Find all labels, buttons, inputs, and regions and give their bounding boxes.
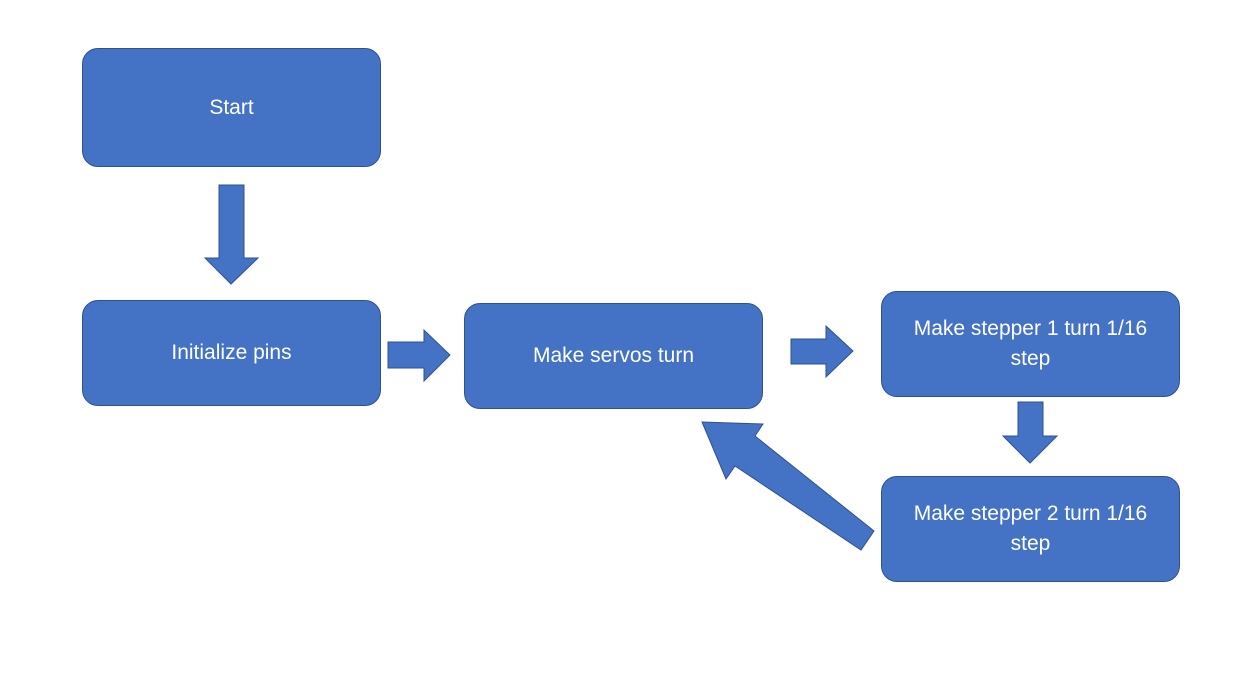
arrow-stepper2-to-servos bbox=[701, 421, 875, 551]
arrow-stepper1-to-stepper2 bbox=[1001, 401, 1059, 464]
node-stepper-1-label: Make stepper 1 turn 1/16 step bbox=[913, 317, 1148, 370]
node-start: Start bbox=[82, 48, 381, 167]
node-make-servos-turn: Make servos turn bbox=[464, 303, 763, 409]
node-start-label: Start bbox=[209, 95, 254, 119]
arrow-init-to-servos bbox=[387, 328, 451, 383]
node-initialize-pins: Initialize pins bbox=[82, 300, 381, 406]
node-stepper-1: Make stepper 1 turn 1/16 step bbox=[881, 291, 1180, 397]
arrow-servos-to-stepper1 bbox=[790, 324, 854, 379]
node-make-servos-turn-label: Make servos turn bbox=[532, 344, 695, 367]
node-stepper-2-label: Make stepper 2 turn 1/16 step bbox=[913, 502, 1148, 555]
node-stepper-2: Make stepper 2 turn 1/16 step bbox=[881, 476, 1180, 582]
node-initialize-pins-label: Initialize pins bbox=[171, 341, 292, 364]
arrow-start-to-init bbox=[203, 184, 260, 285]
